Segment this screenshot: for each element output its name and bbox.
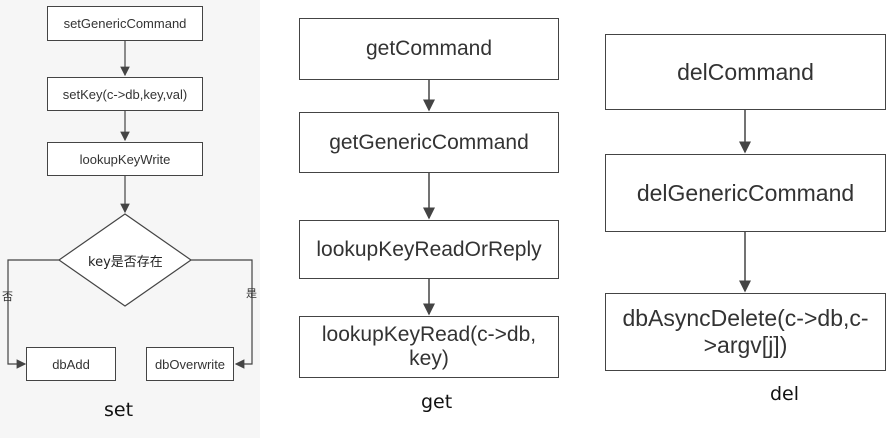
set-arrow-yes <box>191 259 253 369</box>
del-node-delGenericCommand: delGenericCommand <box>605 154 886 232</box>
set-connectors <box>7 41 253 369</box>
del-flowchart: delCommand delGenericCommand dbAsyncDele… <box>597 0 896 438</box>
decision-label: key是否存在 <box>88 255 163 270</box>
set-caption: set <box>104 399 134 421</box>
set-node-setGenericCommand: setGenericCommand <box>47 6 203 41</box>
set-arrow-no <box>7 259 59 369</box>
set-node-lookupKeyWrite: lookupKeyWrite <box>47 142 203 176</box>
set-flowchart: setGenericCommand setKey(c->db,key,val) … <box>0 0 260 438</box>
del-connectors <box>739 110 751 293</box>
get-node-getCommand: getCommand <box>299 18 559 80</box>
get-caption: get <box>421 391 453 413</box>
get-connectors <box>423 80 435 316</box>
del-caption: del <box>770 383 800 405</box>
get-node-getGenericCommand: getGenericCommand <box>299 112 559 173</box>
del-node-dbAsyncDelete: dbAsyncDelete(c->db,c- >argv[j]) <box>605 293 886 371</box>
get-node-lookupKeyReadOrReply: lookupKeyReadOrReply <box>299 220 559 279</box>
decision-diamond <box>57 213 193 307</box>
branch-no-label: 否 <box>2 290 13 303</box>
set-node-setKey: setKey(c->db,key,val) <box>47 77 203 111</box>
set-node-dbAdd: dbAdd <box>26 347 116 381</box>
branch-yes-label: 是 <box>246 287 257 300</box>
set-node-dbOverwrite: dbOverwrite <box>146 347 234 381</box>
get-flowchart: getCommand getGenericCommand lookupKeyRe… <box>280 0 580 438</box>
get-node-lookupKeyRead: lookupKeyRead(c->db, key) <box>299 316 559 378</box>
del-node-delCommand: delCommand <box>605 34 886 110</box>
